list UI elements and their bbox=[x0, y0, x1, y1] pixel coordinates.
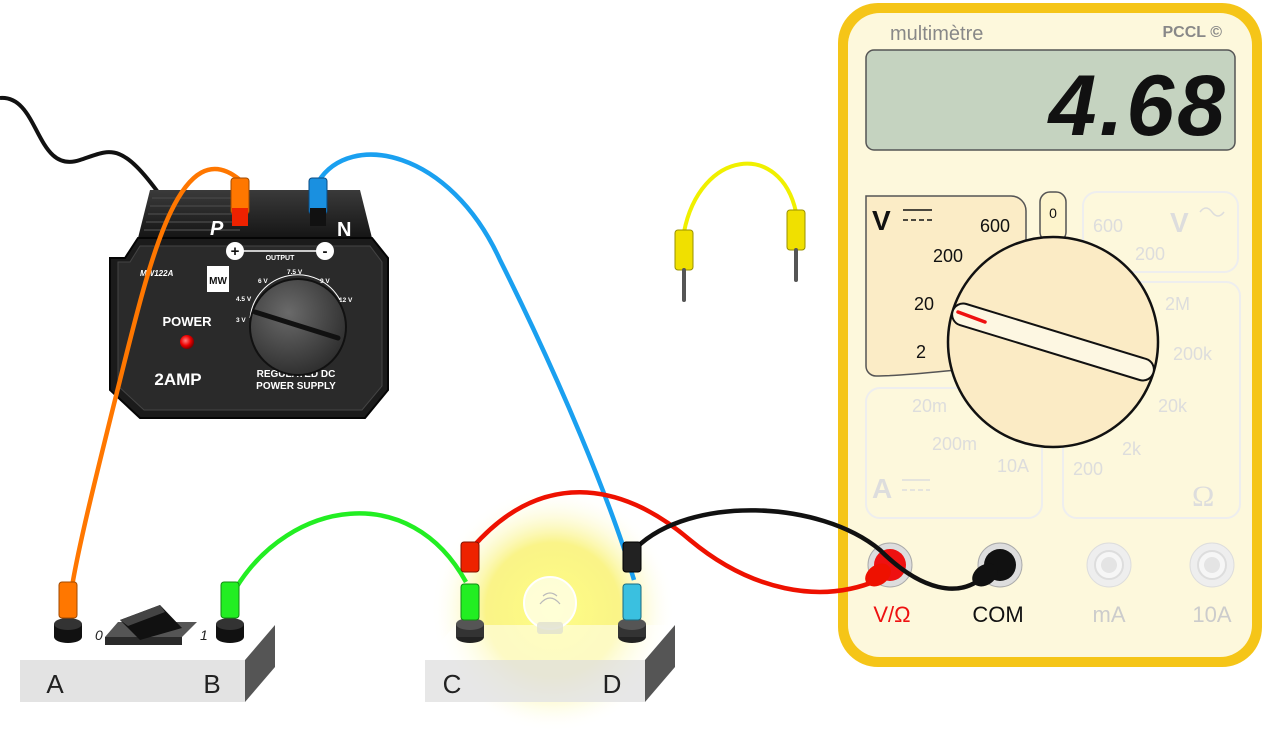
jack-ma[interactable] bbox=[1086, 542, 1132, 588]
amp-range-200m[interactable]: 200m bbox=[932, 434, 977, 454]
ohm-range-200[interactable]: 200 bbox=[1073, 459, 1103, 479]
voltage-knob[interactable] bbox=[249, 278, 347, 376]
wire-red[interactable] bbox=[470, 490, 879, 595]
off-label[interactable]: 0 bbox=[1049, 205, 1057, 221]
ohm-range-20k[interactable]: 20k bbox=[1158, 396, 1188, 416]
lamp-board: C D bbox=[425, 576, 675, 702]
multimeter-title: multimètre bbox=[890, 23, 983, 45]
mains-cable bbox=[0, 95, 162, 197]
desc-line-2: POWER SUPPLY bbox=[256, 381, 336, 392]
wire-yellow[interactable] bbox=[682, 161, 798, 233]
power-label: POWER bbox=[162, 314, 212, 329]
terminal-n-label: N bbox=[337, 219, 351, 241]
dcv-range-20[interactable]: 20 bbox=[914, 294, 934, 314]
plug-yellow-right[interactable] bbox=[786, 209, 806, 282]
acv-symbol: V bbox=[1170, 207, 1189, 238]
lcd-screen bbox=[865, 49, 1236, 151]
acv-range-200[interactable]: 200 bbox=[1135, 244, 1165, 264]
jack-com-label: COM bbox=[972, 602, 1023, 627]
voltage-mark-7-5v: 7.5 V bbox=[287, 269, 303, 276]
wire-green[interactable] bbox=[234, 511, 468, 590]
dcv-range-200[interactable]: 200 bbox=[933, 246, 963, 266]
plug-b-green[interactable] bbox=[220, 581, 240, 619]
switch-pos-off: 0 bbox=[95, 627, 103, 643]
terminal-a-label: A bbox=[46, 669, 64, 699]
terminal-d-label: D bbox=[603, 669, 622, 699]
maker-logo bbox=[207, 266, 229, 292]
jack-ma-label: mA bbox=[1093, 602, 1126, 627]
plug-p-orange[interactable] bbox=[230, 177, 250, 226]
voltage-mark-12v: 12 V bbox=[339, 297, 353, 304]
plug-d-black[interactable] bbox=[622, 541, 642, 573]
amp-range-20m[interactable]: 20m bbox=[912, 396, 947, 416]
light-bulb bbox=[523, 576, 577, 634]
plug-com-black[interactable] bbox=[968, 559, 1002, 591]
toggle-switch[interactable] bbox=[105, 605, 197, 645]
plug-v-ohm-red[interactable] bbox=[861, 559, 895, 591]
minus-marker bbox=[316, 242, 334, 260]
jack-10a[interactable] bbox=[1189, 542, 1235, 588]
lcd-reading: 4.68 bbox=[1047, 58, 1228, 154]
ohm-range-2m[interactable]: 2M bbox=[1165, 294, 1190, 314]
terminal-b-label: B bbox=[203, 669, 220, 699]
power-led bbox=[180, 335, 194, 349]
plug-n-blue[interactable] bbox=[308, 177, 328, 226]
terminal-c-label: C bbox=[443, 669, 462, 699]
terminal-p-label: P bbox=[210, 218, 224, 240]
plug-c-green[interactable] bbox=[460, 583, 480, 621]
plug-d-blue[interactable] bbox=[622, 583, 642, 621]
multimeter: multimètre PCCL © 4.68 V 600 200 20 2 0 … bbox=[838, 3, 1262, 667]
ohm-range-2k[interactable]: 2k bbox=[1122, 439, 1142, 459]
model-label: MW122A bbox=[140, 269, 174, 278]
plug-a-orange[interactable] bbox=[58, 581, 78, 619]
voltage-mark-9v: 9 V bbox=[320, 278, 330, 285]
wire-black[interactable] bbox=[634, 508, 987, 591]
plus-sign: + bbox=[231, 243, 240, 260]
range-selector-dial[interactable] bbox=[946, 235, 1160, 449]
amp-label: 2AMP bbox=[154, 370, 201, 389]
plug-yellow-left[interactable] bbox=[674, 229, 694, 302]
minus-sign: - bbox=[323, 243, 328, 260]
ohm-symbol: Ω bbox=[1192, 480, 1214, 513]
wire-orange[interactable] bbox=[67, 166, 242, 601]
copyright-label: PCCL © bbox=[1163, 24, 1223, 41]
voltage-mark-3v: 3 V bbox=[236, 317, 246, 324]
dcv-range-2[interactable]: 2 bbox=[916, 342, 926, 362]
dcv-range-600[interactable]: 600 bbox=[980, 216, 1010, 236]
plug-c-red[interactable] bbox=[460, 541, 480, 573]
voltage-mark-6v: 6 V bbox=[258, 278, 268, 285]
jack-v-ohm-label: V/Ω bbox=[873, 602, 910, 627]
jack-10a-label: 10A bbox=[1192, 602, 1231, 627]
dcv-symbol: V bbox=[872, 205, 891, 236]
acv-range-600[interactable]: 600 bbox=[1093, 216, 1123, 236]
acv-zone bbox=[1082, 191, 1239, 273]
plus-marker bbox=[226, 242, 244, 260]
power-supply: + - OUTPUT P N MW122A MW POWER 2AMP REGU… bbox=[109, 190, 389, 419]
amp-range-10a[interactable]: 10A bbox=[997, 456, 1029, 476]
output-label: OUTPUT bbox=[266, 255, 296, 262]
maker-logo-text: MW bbox=[209, 276, 227, 287]
switch-board: A B 0 1 bbox=[20, 605, 275, 702]
amp-symbol: A bbox=[872, 473, 892, 504]
amp-zone bbox=[865, 387, 1043, 519]
voltage-mark-4-5v: 4.5 V bbox=[236, 296, 252, 303]
wire-blue[interactable] bbox=[316, 152, 637, 581]
ohm-range-200k[interactable]: 200k bbox=[1173, 344, 1213, 364]
switch-pos-on: 1 bbox=[200, 627, 208, 643]
